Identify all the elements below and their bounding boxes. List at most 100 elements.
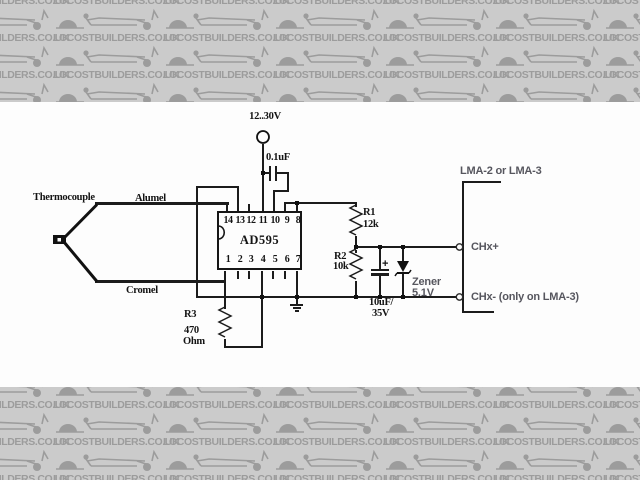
watermark-tile: LOCOSTBUILDERS.CO.UK	[383, 44, 510, 81]
cap2-value-line2: 35V	[372, 308, 390, 319]
r2-designator: R2	[334, 251, 347, 262]
locost-car-logo-icon	[0, 412, 49, 434]
watermark-tile: LOCOSTBUILDERS.CO.UK	[493, 411, 620, 448]
r1-resistor-symbol	[348, 204, 364, 236]
locost-car-logo-icon	[496, 387, 593, 397]
wire-segment	[355, 250, 357, 253]
watermark-tile: LOCOSTBUILDERS.CO.UK	[493, 81, 603, 102]
watermark-text: LOCOSTBUILDERS.CO.UK	[603, 399, 640, 411]
watermark-text: LOCOSTBUILDERS.CO.UK	[273, 399, 400, 411]
watermark-text: LOCOSTBUILDERS.CO.UK	[53, 436, 180, 448]
watermark-tile: LOCOSTBUILDERS.CO.UK	[383, 448, 510, 480]
watermark-tile: LOCOSTBUILDERS.CO.UK	[273, 387, 400, 411]
ic-top-pin-numbers: 14 13 12 11 10 9 8	[219, 215, 301, 227]
locost-car-logo-icon	[386, 8, 489, 30]
watermark-text: LOCOSTBUILDERS.CO.UK	[493, 69, 620, 81]
locost-car-logo-icon	[0, 449, 49, 471]
watermark-tile: LOCOSTBUILDERS.CO.UK	[493, 7, 620, 44]
pin-label-13: 13	[235, 215, 246, 226]
watermark-text: LOCOSTBUILDERS.CO.UK	[0, 399, 70, 411]
junction-dot	[260, 295, 264, 299]
wire-segment	[196, 296, 458, 298]
connector-label: LMA-2 or LMA-3	[460, 165, 542, 177]
wire-segment	[284, 202, 357, 204]
wire-segment	[379, 247, 381, 270]
pin-label-8: 8	[295, 215, 301, 226]
watermark-tile: LOCOSTBUILDERS.CO.UK	[163, 44, 290, 81]
watermark-text: LOCOSTBUILDERS.CO.UK	[163, 0, 290, 7]
watermark-tile: LOCOSTBUILDERS.CO.UK	[273, 0, 400, 7]
watermark-tile: LOCOSTBUILDERS.CO.UK	[383, 411, 510, 448]
junction-dot	[295, 295, 299, 299]
pin-label-11: 11	[258, 215, 268, 226]
locost-car-logo-icon	[386, 449, 489, 471]
wire-segment	[371, 273, 389, 276]
wire-segment	[355, 236, 357, 248]
locost-car-logo-icon	[496, 45, 599, 67]
wire-segment	[355, 202, 357, 207]
watermark-text: LOCOSTBUILDERS.CO.UK	[603, 69, 640, 81]
locost-car-logo-icon	[56, 82, 159, 102]
thermocouple-junction-symbol	[53, 203, 99, 283]
wire-segment	[273, 190, 275, 211]
watermark-text: LOCOSTBUILDERS.CO.UK	[493, 473, 620, 480]
watermark-tile: LOCOSTBUILDERS.CO.UK	[0, 387, 70, 411]
watermark-tile: LOCOSTBUILDERS.CO.UK	[603, 44, 640, 81]
wire-segment	[261, 298, 263, 348]
watermark-text: LOCOSTBUILDERS.CO.UK	[273, 473, 400, 480]
wire-segment	[263, 172, 269, 174]
chx-plus-terminal-circle	[455, 243, 464, 251]
wire-segment	[462, 311, 494, 313]
watermark-text: LOCOSTBUILDERS.CO.UK	[603, 436, 640, 448]
locost-car-logo-icon	[0, 8, 49, 30]
locost-car-logo-icon	[166, 8, 269, 30]
wire-segment	[371, 269, 389, 271]
watermark-tile: LOCOSTBUILDERS.CO.UK	[493, 448, 620, 480]
watermark-text: LOCOSTBUILDERS.CO.UK	[163, 399, 290, 411]
locost-car-logo-icon	[606, 417, 640, 433]
locost-car-logo-icon	[0, 45, 49, 67]
watermark-text: LOCOSTBUILDERS.CO.UK	[273, 32, 400, 44]
watermark-text: LOCOSTBUILDERS.CO.UK	[383, 32, 510, 44]
watermark-tile: LOCOSTBUILDERS.CO.UK	[493, 387, 620, 411]
r1-value: 12k	[363, 219, 379, 230]
watermark-tile: LOCOSTBUILDERS.CO.UK	[603, 448, 640, 480]
watermark-text: LOCOSTBUILDERS.CO.UK	[0, 0, 70, 7]
locost-car-logo-icon	[56, 412, 159, 434]
locost-car-logo-icon	[606, 87, 640, 102]
locost-car-logo-icon	[56, 449, 159, 471]
junction-dot	[401, 295, 405, 299]
ic-name-label: AD595	[239, 233, 280, 247]
watermark-tile: LOCOSTBUILDERS.CO.UK	[273, 44, 400, 81]
pin-label-7: 7	[295, 254, 301, 265]
watermark-text: LOCOSTBUILDERS.CO.UK	[273, 69, 400, 81]
thermocouple-label: Thermocouple	[33, 192, 95, 203]
watermark-tile: LOCOSTBUILDERS.CO.UK	[163, 0, 290, 7]
watermark-text: LOCOSTBUILDERS.CO.UK	[273, 0, 400, 7]
watermark-tile: LOCOSTBUILDERS.CO.UK	[0, 0, 70, 7]
watermark-text: LOCOSTBUILDERS.CO.UK	[493, 0, 620, 7]
watermark-tile: LOCOSTBUILDERS.CO.UK	[493, 0, 620, 7]
watermark-tile: LOCOSTBUILDERS.CO.UK	[273, 81, 383, 102]
watermark-text: LOCOSTBUILDERS.CO.UK	[0, 436, 70, 448]
cap2-polarity-plus: +	[382, 258, 389, 270]
watermark-tile: LOCOSTBUILDERS.CO.UK	[603, 411, 640, 448]
watermark-tile: LOCOSTBUILDERS.CO.UK	[273, 7, 400, 44]
watermark-text: LOCOSTBUILDERS.CO.UK	[603, 32, 640, 44]
watermark-text: LOCOSTBUILDERS.CO.UK	[163, 473, 290, 480]
wire-segment	[355, 246, 458, 248]
locost-car-logo-icon	[496, 412, 599, 434]
watermark-tile: LOCOSTBUILDERS.CO.UK	[273, 448, 400, 480]
wire-segment	[248, 204, 250, 212]
watermark-text: LOCOSTBUILDERS.CO.UK	[53, 0, 180, 7]
watermark-tile: LOCOSTBUILDERS.CO.UK	[603, 7, 640, 44]
pin-label-14: 14	[223, 215, 234, 226]
wire-segment	[296, 271, 298, 306]
chx-plus-label: CHx+	[471, 241, 499, 253]
watermark-tile: LOCOSTBUILDERS.CO.UK	[163, 7, 290, 44]
wire-segment	[196, 186, 239, 188]
wire-segment	[295, 310, 299, 312]
watermark-banner-top: LOCOSTBUILDERS.CO.UKLOCOSTBUILDERS.CO.UK…	[0, 0, 640, 102]
watermark-tile: LOCOSTBUILDERS.CO.UK	[53, 387, 180, 411]
